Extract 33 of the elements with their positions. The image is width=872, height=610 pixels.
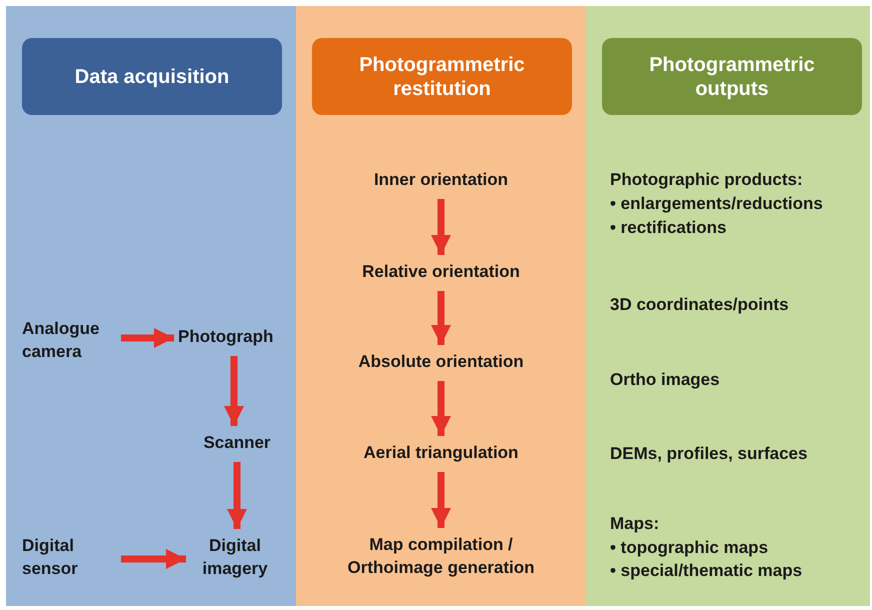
output-text: • topographic maps <box>610 538 768 558</box>
arrow <box>431 381 451 436</box>
step-label: Digital sensor <box>22 535 117 583</box>
output-text: • special/thematic maps <box>610 561 802 581</box>
arrow <box>227 462 247 529</box>
column-header: Data acquisition <box>22 38 282 115</box>
arrow <box>431 199 451 255</box>
column-header: Photogrammetric outputs <box>602 38 862 115</box>
column-panel <box>296 6 586 606</box>
column-panel <box>586 6 870 606</box>
output-text: • rectifications <box>610 218 726 238</box>
step-label: Digital imagery <box>190 535 280 583</box>
column-header: Photogrammetric restitution <box>312 38 572 115</box>
output-text: 3D coordinates/points <box>610 295 789 315</box>
arrow <box>431 291 451 345</box>
output-text: • enlargements/reductions <box>610 194 823 214</box>
arrow <box>121 549 186 569</box>
arrow <box>224 356 244 426</box>
step-label: Aerial triangulation <box>331 442 551 466</box>
output-text: Ortho images <box>610 370 720 390</box>
arrow <box>431 472 451 528</box>
step-label: Map compilation / Orthoimage generation <box>331 534 551 582</box>
output-text: Maps: <box>610 514 660 534</box>
output-text: Photographic products: <box>610 170 803 190</box>
step-label: Analogue camera <box>22 318 117 366</box>
step-label: Relative orientation <box>331 261 551 285</box>
step-label: Inner orientation <box>331 169 551 193</box>
step-label: Absolute orientation <box>331 351 551 375</box>
step-label: Photograph <box>178 326 290 350</box>
column-panel <box>6 6 296 606</box>
arrow <box>121 328 174 348</box>
step-label: Scanner <box>195 432 279 456</box>
output-text: DEMs, profiles, surfaces <box>610 444 808 464</box>
